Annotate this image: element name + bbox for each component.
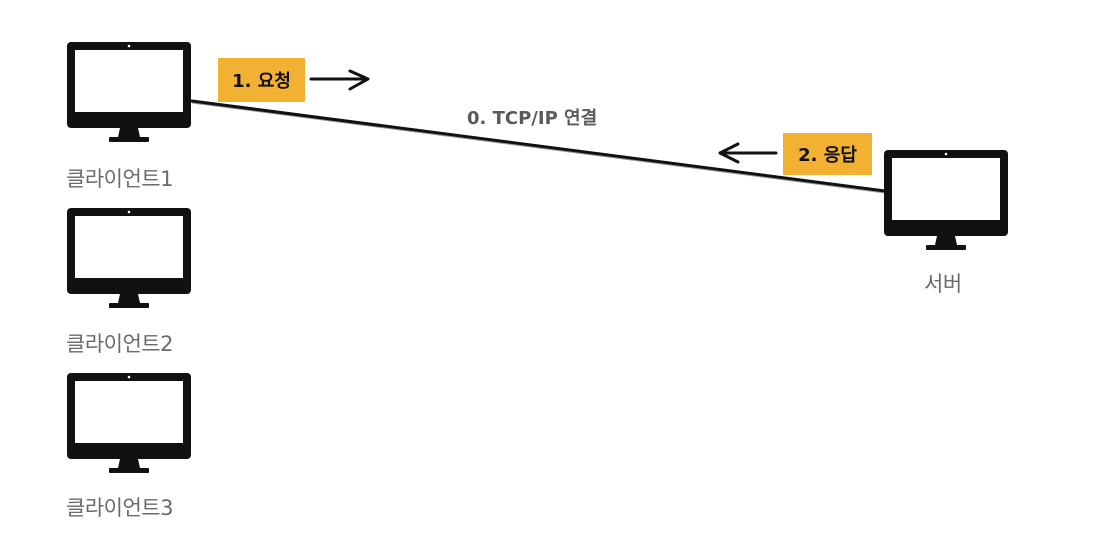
response-arrow-icon: [718, 142, 778, 164]
response-badge: 2. 응답: [783, 133, 872, 175]
tcp-connection-line: [190, 99, 887, 193]
client3-label: 클라이언트3: [66, 496, 173, 520]
request-badge: 1. 요청: [218, 58, 305, 102]
server-label: 서버: [924, 272, 962, 296]
connection-label: 0. TCP/IP 연결: [467, 108, 598, 129]
client1-label: 클라이언트1: [66, 167, 173, 191]
client2-label: 클라이언트2: [66, 332, 173, 356]
request-arrow-icon: [309, 69, 370, 91]
